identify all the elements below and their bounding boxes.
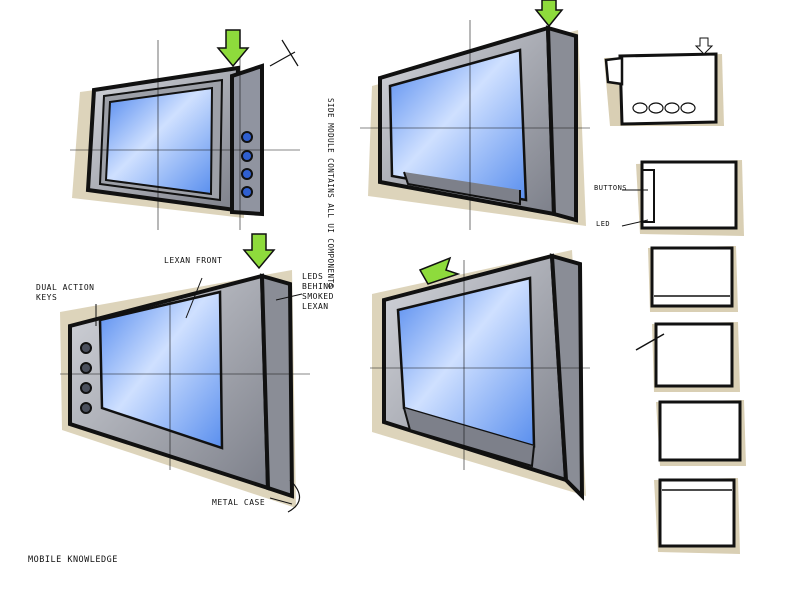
thumbnail-screen-2: [635, 322, 740, 392]
green-down-arrow-icon: [216, 29, 250, 68]
green-down-arrow-icon: [242, 233, 276, 270]
note-side-module: Side module contains all UI components: [326, 98, 335, 289]
thumbnail-top-view: [604, 37, 724, 126]
thumbnail-screen-4: [654, 478, 740, 554]
tablet-sketch-front-angled: [360, 0, 590, 230]
note-leds: LEDs behind smoked Lexan: [302, 272, 334, 311]
thumbnail-column: [604, 37, 746, 554]
note-lexan-front: Lexan front: [164, 256, 223, 265]
note-metal-case: Metal case: [212, 498, 266, 507]
note-mobile-knowledge: Mobile knowledge: [28, 555, 118, 565]
green-down-arrow-icon: [418, 256, 461, 285]
note-led: LED: [596, 220, 611, 228]
note-buttons: Buttons: [594, 184, 628, 192]
tablet-sketch-side-buttons: [60, 233, 310, 513]
thumbnail-screen-3: [656, 400, 746, 466]
round-button-icon: [80, 342, 92, 414]
note-dual-action-keys: Dual action keys: [36, 283, 95, 302]
green-down-arrow-icon: [534, 0, 564, 28]
tablet-sketch-three-quarter: [370, 250, 590, 501]
thumbnail-screen-1: [648, 246, 738, 312]
round-button-icon: [241, 131, 253, 198]
annotation-leader-lines: [95, 189, 649, 505]
tablet-sketch-front-top: [70, 29, 300, 230]
thumbnail-side-buttons: [636, 160, 744, 236]
